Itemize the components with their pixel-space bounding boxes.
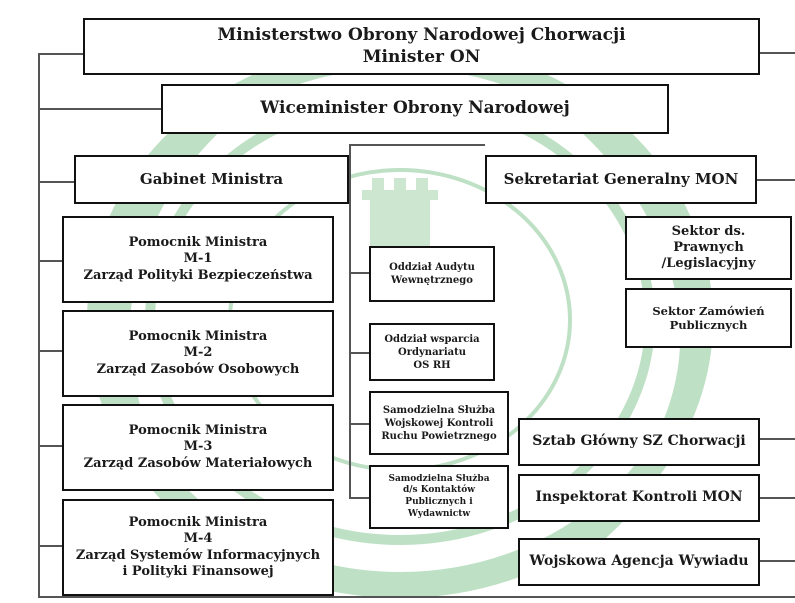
connector [349,352,369,354]
connector [349,497,369,499]
ministry-name: Ministerstwo Obrony Narodowej Chorwacji [217,25,626,46]
assistant-title: Pomocnik Ministra [128,329,268,345]
unit-label: Inspektorat Kontroli MON [535,489,743,506]
unit-label: Ruchu Powietrznego [381,430,497,442]
assistant-title: Pomocnik Ministra [128,235,268,251]
assistant-title: Pomocnik Ministra [128,423,268,439]
connector [38,108,161,110]
assistant-code: M-1 [183,251,213,267]
assistant-directorate: Zarząd Zasobów Osobowych [96,361,300,377]
connector [38,445,62,447]
procurement-sector-box: Sektor Zamówień Publicznych [625,288,792,348]
assistant-directorate-line2: i Polityki Finansowej [122,563,274,579]
unit-label: d/s Kontaktów [402,485,476,496]
sector-label: Publicznych [669,318,748,332]
assistant-directorate: Zarząd Zasobów Materiałowych [83,455,313,471]
intelligence-agency-box: Wojskowa Agencja Wywiadu [518,538,760,586]
connector [38,53,83,55]
connector [349,272,369,274]
sector-label: /Legislacyjny [661,256,756,272]
public-relations-unit-box: Samodzielna Służba d/s Kontaktów Publicz… [369,465,509,529]
assistant-m1-box: Pomocnik Ministra M-1 Zarząd Polityki Be… [62,216,334,303]
audit-unit-box: Oddział Audytu Wewnętrznego [369,246,495,302]
assistant-directorate: Zarząd Polityki Bezpieczeństwa [83,267,313,283]
connector [38,181,74,183]
cabinet-label: Gabinet Ministra [139,170,284,189]
assistant-m3-box: Pomocnik Ministra M-3 Zarząd Zasobów Mat… [62,404,334,491]
unit-label: Publicznych i [405,497,473,507]
deputy-minister-label: Wiceminister Obrony Narodowej [260,98,570,119]
secretariat-label: Sekretariat Generalny MON [503,170,739,189]
sector-label: Sektor ds. [671,223,746,239]
unit-label: Sztab Główny SZ Chorwacji [532,433,746,450]
unit-label: Samodzielna Służba [388,473,490,484]
sector-label: Sektor Zamówień [652,303,765,318]
assistant-m2-box: Pomocnik Ministra M-2 Zarząd Zasobów Oso… [62,310,334,397]
unit-label: Oddział wsparcia [384,333,480,345]
connector [760,52,795,54]
connector [38,260,62,262]
assistant-directorate: Zarząd Systemów Informacyjnych [75,547,321,563]
unit-label: Samodzielna Służba [382,404,496,416]
secretariat-box: Sekretariat Generalny MON [485,155,757,204]
minister-box: Ministerstwo Obrony Narodowej Chorwacji … [83,18,760,75]
legal-sector-box: Sektor ds. Prawnych /Legislacyjny [625,216,792,280]
assistant-code: M-2 [183,345,213,361]
assistant-m4-box: Pomocnik Ministra M-4 Zarząd Systemów In… [62,499,334,596]
unit-label: OS RH [413,359,451,371]
deputy-minister-box: Wiceminister Obrony Narodowej [161,84,669,134]
connector [38,545,62,547]
connector [38,53,40,598]
unit-label: Ordynariatu [398,346,466,358]
cabinet-box: Gabinet Ministra [74,155,349,204]
connector [349,144,351,499]
connector [760,438,795,440]
ordinariate-unit-box: Oddział wsparcia Ordynariatu OS RH [369,323,495,381]
connector [38,596,795,598]
assistant-title: Pomocnik Ministra [128,515,268,530]
general-staff-box: Sztab Główny SZ Chorwacji [518,418,760,466]
minister-title: Minister ON [362,46,481,67]
connector [38,350,62,352]
assistant-code: M-4 [183,531,213,547]
unit-label: Wydawnictw [407,508,471,519]
connector [760,497,795,499]
unit-label: Wojskowej Kontroli [384,417,494,429]
connector [349,423,369,425]
inspectorate-box: Inspektorat Kontroli MON [518,474,760,522]
connector [757,179,795,181]
unit-label: Wewnętrznego [391,275,473,286]
air-traffic-unit-box: Samodzielna Służba Wojskowej Kontroli Ru… [369,391,509,455]
unit-label: Wojskowa Agencja Wywiadu [529,553,749,570]
unit-label: Oddział Audytu [389,262,475,273]
connector [760,560,795,562]
connector [349,144,485,146]
assistant-code: M-3 [183,439,213,455]
sector-label: Prawnych [673,239,744,255]
